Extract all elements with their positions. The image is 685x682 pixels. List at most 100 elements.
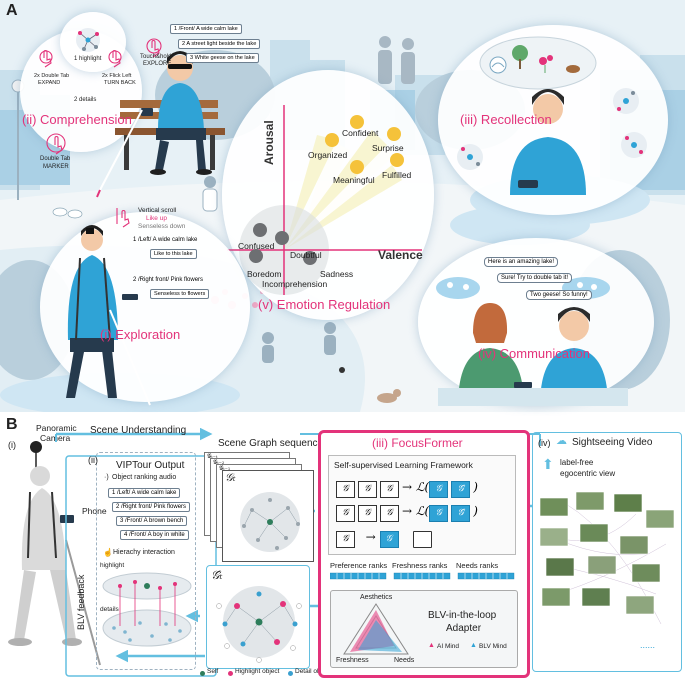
object-ranking-audio: Object ranking audio bbox=[112, 474, 177, 481]
speech-bubble-3: Two geese! So funny! bbox=[526, 290, 592, 300]
section-i-label: (i) bbox=[8, 440, 16, 450]
focusformer-title: (iii) FocusFormer bbox=[372, 436, 463, 450]
predicted-scene-graph: 𝒢̂ₜ bbox=[206, 565, 310, 669]
hand-gesture-icon bbox=[39, 38, 162, 155]
viptour-item-4: 4 /Front/ A boy in white bbox=[120, 530, 189, 540]
like-up-label: Like up bbox=[146, 215, 167, 222]
emotion-sadness: Sadness bbox=[320, 269, 354, 279]
seated-blv-person bbox=[96, 51, 212, 198]
legend-ai-mind: AI Mind bbox=[437, 643, 460, 650]
details-label: 2 details bbox=[74, 97, 97, 103]
panoramic-camera-icon bbox=[30, 441, 42, 453]
egocentric-view-text: egocentric view bbox=[560, 469, 616, 478]
emotion-doubtful: Doubtful bbox=[290, 250, 322, 260]
needs-ranks-label: Needs ranks bbox=[456, 561, 499, 570]
sightseeing-title: Sightseeing Video bbox=[572, 437, 653, 448]
emotion-organized: Organized bbox=[308, 150, 348, 160]
comprehension-title: (ii) Comprehension bbox=[22, 112, 132, 127]
legend-detail-dot bbox=[288, 671, 293, 676]
communication-title: (iv) Communication bbox=[478, 346, 590, 361]
scene-graph-label-t-T: 𝒢ₜ₋ₜ bbox=[207, 453, 218, 460]
graph-legend: Self Highlight object Detail object bbox=[200, 668, 340, 680]
legend-highlight-object: Highlight object bbox=[235, 668, 280, 675]
legend-ai-icon: ▲ bbox=[428, 642, 435, 649]
scene-graph-stack: 𝒢ₜ₋ₜ 𝒢ₜ₋₂ 𝒢ₜ₋₁ 𝒢ₜ bbox=[204, 452, 314, 564]
touch-hold-label: Touch&hold bbox=[140, 54, 172, 60]
emotion-confident: Confident bbox=[342, 128, 379, 138]
senseless-down-label: Senseless down bbox=[138, 223, 186, 230]
emotion-boredom: Boredom bbox=[247, 269, 282, 279]
scene-graph-nodes bbox=[240, 492, 300, 552]
sightseeing-label: (iv) bbox=[538, 438, 551, 448]
radar-chart bbox=[343, 603, 409, 655]
double-tab-marker-label: Double Tab bbox=[40, 156, 71, 162]
legend-detail-object: Detail object bbox=[295, 668, 331, 675]
predicted-graph-label: 𝒢̂ₜ bbox=[211, 568, 223, 582]
legend-blv-mind: BLV Mind bbox=[479, 643, 507, 650]
radar-aesthetics: Aesthetics bbox=[360, 594, 393, 601]
emotion-title: (v) Emotion Regulation bbox=[258, 297, 391, 312]
scene-understanding-label: Scene Understanding bbox=[90, 425, 187, 436]
adapter-title: BLV-in-the-loop bbox=[428, 610, 497, 621]
panoramic-camera-label: Panoramic bbox=[36, 423, 77, 433]
viptour-label: (ii) bbox=[88, 455, 98, 465]
phone-device bbox=[60, 515, 74, 523]
adapter-box bbox=[330, 590, 518, 668]
emotion-meaningful: Meaningful bbox=[333, 175, 375, 185]
speech-bubble-2: Sure! Try to double tab it! bbox=[497, 273, 573, 283]
scene-graph-sequence-title: Scene Graph sequence bbox=[218, 438, 324, 449]
video-frame-grid bbox=[539, 491, 675, 625]
exploration-item-1-feedback: Like to this lake bbox=[150, 249, 197, 259]
recollection-title: (iii) Recollection bbox=[460, 112, 552, 127]
ssl-framework-title: Self-supervised Learning Framework bbox=[334, 460, 473, 470]
vertical-scroll-hand-icon bbox=[116, 208, 130, 228]
legend-self: Self bbox=[207, 668, 219, 675]
emotion-fulfilled: Fulfilled bbox=[382, 170, 412, 180]
exploration-item-1: 1 /Left/ A wide calm lake bbox=[133, 237, 198, 243]
ssl-row-3: 𝒢 → 𝒢 bbox=[336, 528, 435, 548]
double-tab-expand-label: 2x Double Tab bbox=[34, 73, 70, 79]
exploration-item-2-feedback: Senseless to flowers bbox=[150, 289, 210, 299]
vertical-scroll-label: Vertical scroll bbox=[138, 207, 177, 214]
exploration-item-2: 2 /Right front/ Pink flowers bbox=[133, 277, 204, 283]
exploration-illustration bbox=[66, 208, 151, 406]
hierarchy-hand-icon: ☝ bbox=[103, 548, 113, 557]
viptour-title: VIPTour Output bbox=[116, 460, 185, 471]
flick-left-label-2: TURN BACK bbox=[104, 80, 136, 86]
negative-emotion-faces bbox=[249, 223, 317, 265]
emotion-incomprehension: Incomprehension bbox=[262, 279, 328, 289]
sightseeing-ellipsis: ...... bbox=[640, 640, 656, 650]
comprehension-illustration bbox=[39, 28, 225, 198]
scene-graph-label-t: 𝒢ₜ bbox=[225, 471, 236, 484]
viptour-output-panel bbox=[96, 452, 196, 670]
scene-graph-icon bbox=[76, 28, 100, 52]
valence-axis-label: Valence bbox=[378, 248, 423, 262]
recollection-illustration bbox=[457, 36, 647, 195]
viptour-item-3: 3 /Front/ A brown bench bbox=[116, 516, 188, 526]
radar-freshness: Freshness bbox=[336, 657, 369, 664]
speech-bubble-1: Here is an amazing lake! bbox=[484, 257, 559, 267]
panel-b-label: B bbox=[6, 416, 18, 433]
comprehension-chip-1: 1 /Front/ A wide calm lake bbox=[170, 24, 242, 34]
highlight-layer-label: highlight bbox=[100, 562, 125, 569]
details-layer-label: details bbox=[100, 606, 119, 613]
emotion-confused: Confused bbox=[238, 241, 275, 251]
hierarchy-interaction: Hierachy interaction bbox=[113, 549, 175, 556]
flick-left-label: 2x Flick Left bbox=[102, 73, 132, 79]
phone-label: Phone bbox=[82, 506, 107, 516]
viptour-item-1: 1 /Left/ A wide calm lake bbox=[108, 488, 181, 498]
emotion-plane bbox=[227, 105, 422, 295]
scene-graph-label-t-2: 𝒢ₜ₋₂ bbox=[213, 459, 225, 466]
walking-blv-person bbox=[8, 441, 101, 666]
legend-blv-icon: ▲ bbox=[470, 642, 477, 649]
legend-highlight-dot bbox=[228, 671, 233, 676]
sightseeing-panel bbox=[532, 432, 682, 672]
panel-a-label: A bbox=[6, 2, 18, 19]
comprehension-chip-2: 2 A street light beside the lake bbox=[178, 39, 261, 49]
upload-arrow-icon: ⬆ bbox=[542, 456, 554, 472]
radar-needs: Needs bbox=[394, 657, 415, 664]
adapter-title-2: Adapter bbox=[446, 623, 482, 634]
rank-bars bbox=[330, 572, 515, 580]
